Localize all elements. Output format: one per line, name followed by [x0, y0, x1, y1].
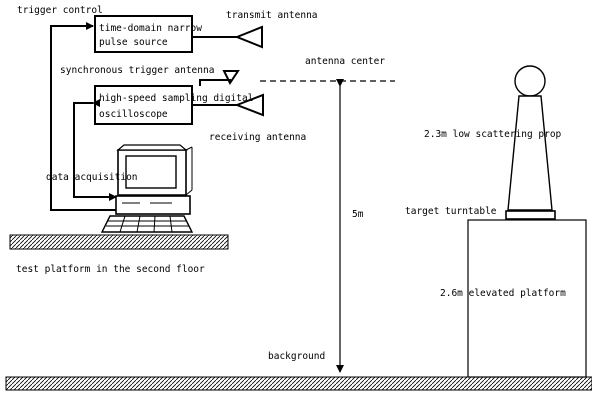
- trigger-control-label: trigger control: [17, 5, 103, 16]
- oscilloscope-label-1: high-speed sampling digital: [99, 93, 253, 104]
- sync-trigger-antenna-label: synchronous trigger antenna: [60, 65, 214, 76]
- data-acquisition-label: data acquisition: [46, 172, 138, 183]
- pulse-source-box: [94, 15, 193, 53]
- test-platform-label: test platform in the second floor: [16, 264, 205, 275]
- data-acquisition-connector: [73, 99, 117, 201]
- transmit-antenna-icon: [192, 25, 263, 49]
- target-turntable-label: target turntable: [405, 206, 497, 217]
- antenna-center-label: antenna center: [305, 56, 385, 67]
- receiving-antenna-icon: [192, 93, 264, 117]
- sync-trigger-antenna-icon: [199, 70, 240, 86]
- low-scattering-prop: [507, 65, 553, 211]
- transmit-antenna-label: transmit antenna: [226, 10, 318, 21]
- background-label: background: [268, 351, 325, 362]
- low-scattering-prop-label: 2.3m low scattering prop: [424, 129, 562, 140]
- ground-floor: [5, 376, 592, 391]
- computer-icon: [100, 144, 194, 233]
- height-5m-label: 5m: [352, 209, 364, 220]
- pulse-source-label-1: time-domain narrow: [99, 23, 202, 34]
- oscilloscope-label-2: oscilloscope: [99, 109, 168, 120]
- elevated-platform: [467, 219, 587, 378]
- trigger-control-connector: [50, 22, 116, 211]
- test-platform-floor: [9, 234, 229, 250]
- elevated-platform-label: 2.6m elevated platform: [440, 288, 566, 299]
- pulse-source-label-2: pulse source: [99, 37, 168, 48]
- target-turntable: [505, 210, 556, 220]
- receiving-antenna-label: receiving antenna: [209, 132, 306, 143]
